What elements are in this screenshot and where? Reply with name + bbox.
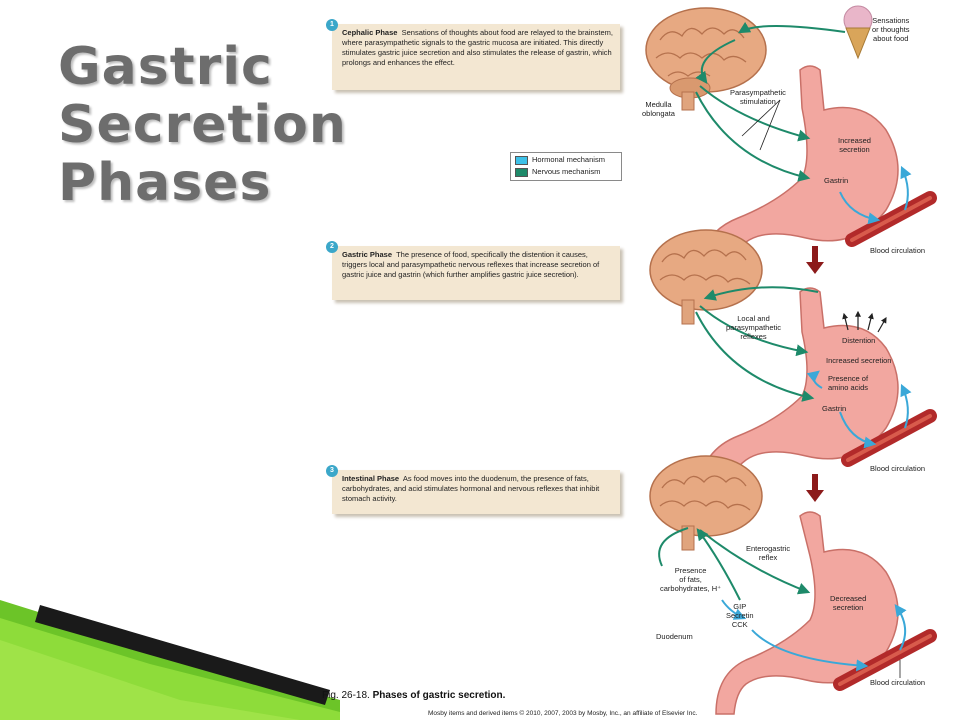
label-blood-circulation: Blood circulation — [870, 246, 926, 255]
title-line: Gastric — [58, 37, 273, 97]
label-gastrin: Gastrin — [822, 404, 847, 413]
legend-swatch — [515, 155, 528, 165]
figure-caption: Fig. 26-18. Phases of gastric secretion. — [322, 690, 505, 701]
label-increased-secretion: Increased secretion — [838, 136, 871, 154]
brain-icon — [649, 455, 763, 551]
legend-swatch — [515, 167, 528, 177]
phase-text: The presence of food, specifically the d… — [342, 250, 600, 279]
panel-gastric — [649, 229, 937, 491]
label-sensations: Sensations or thoughts about food — [872, 16, 910, 43]
distention-arrows-icon — [842, 310, 887, 333]
label-blood-circulation: Blood circulation — [870, 678, 926, 687]
label-gastrin: Gastrin — [824, 176, 849, 185]
stomach-icon — [697, 65, 899, 273]
label-local-reflexes: Local and parasympathetic reflexes — [726, 314, 782, 341]
phase-heading: Intestinal Phase — [342, 474, 400, 483]
label-distention: Distention — [842, 336, 876, 345]
label-blood-circulation: Blood circulation — [870, 464, 926, 473]
phase-number: 3 — [326, 465, 338, 477]
phase-box-cephalic: 1 Cephalic Phase Sensations of thoughts … — [326, 19, 620, 90]
label-enterogastric-reflex: Enterogastric reflex — [746, 544, 791, 562]
phase-heading: Gastric Phase — [342, 250, 393, 259]
label-parasympathetic: Parasympathetic stimulation — [730, 88, 786, 106]
panel-cephalic — [645, 5, 937, 273]
label-increased-secretion: Increased secretion — [826, 356, 892, 365]
copyright-text: Mosby items and derived items © 2010, 20… — [428, 710, 698, 717]
title-line: Secretion — [58, 95, 347, 155]
phase-number: 2 — [326, 241, 338, 253]
blood-vessel-icon — [845, 191, 937, 247]
legend-item-hormonal: Hormonal mechanism — [515, 155, 605, 165]
phase-box-intestinal: 3 Intestinal Phase As food moves into th… — [326, 465, 620, 514]
label-hormones: GIP Secretin CCK — [726, 602, 754, 629]
phase-heading: Cephalic Phase — [342, 28, 398, 37]
down-arrow-icon — [806, 474, 824, 502]
stomach-icon — [697, 287, 899, 491]
label-presence-of-fats: Presence of fats, carbohydrates, H⁺ — [660, 566, 722, 593]
panel-intestinal — [649, 455, 937, 715]
phase-number: 1 — [326, 19, 338, 31]
caption-fig: Fig. 26-18. — [322, 690, 370, 701]
label-decreased-secretion: Decreased secretion — [830, 594, 867, 612]
phase-text: As food moves into the duodenum, the pre… — [342, 474, 600, 503]
label-amino-acids: Presence of amino acids — [828, 374, 869, 392]
stomach-icon — [715, 511, 899, 715]
phase-box-gastric: 2 Gastric Phase The presence of food, sp… — [326, 241, 620, 300]
label-medulla: Medulla oblongata — [642, 100, 675, 118]
slide-title: Gastric Secretion Phases — [58, 37, 347, 213]
legend-label: Hormonal mechanism — [532, 155, 605, 164]
label-duodenum: Duodenum — [656, 632, 693, 641]
legend-item-nervous: Nervous mechanism — [515, 167, 600, 177]
legend: Hormonal mechanism Nervous mechanism — [510, 152, 622, 181]
down-arrow-icon — [806, 246, 824, 274]
title-line: Phases — [58, 153, 272, 213]
blood-vessel-icon — [833, 629, 937, 691]
caption-title: Phases of gastric secretion. — [372, 690, 506, 701]
legend-label: Nervous mechanism — [532, 167, 601, 176]
ice-cream-icon — [843, 5, 873, 60]
phase-text: Sensations of thoughts about food are re… — [342, 28, 614, 67]
blood-vessel-icon — [841, 409, 937, 467]
